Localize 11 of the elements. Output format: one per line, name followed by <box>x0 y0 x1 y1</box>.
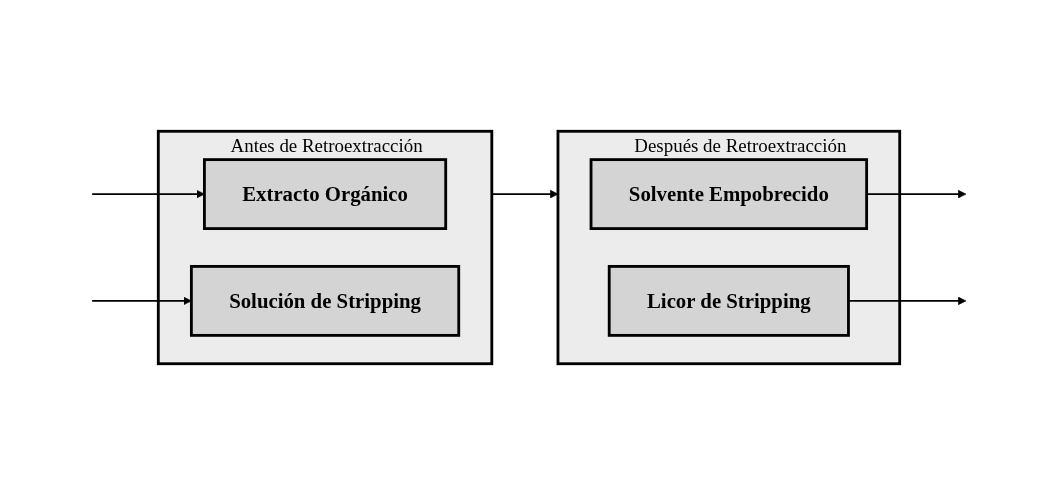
arrow <box>91 296 192 306</box>
arrow <box>490 189 559 199</box>
cluster <box>156 129 494 366</box>
cluster <box>556 129 902 366</box>
node-box: Solución de Stripping <box>189 265 461 337</box>
node-box: Licor de Stripping <box>607 265 850 337</box>
node-label: Antes de Retroextracción <box>230 135 423 156</box>
arrow <box>91 189 205 199</box>
node-label: Después de Retroextracción <box>634 135 847 156</box>
node-box: Solvente Empobrecido <box>589 158 869 230</box>
node-box: Extracto Orgánico <box>203 158 448 230</box>
